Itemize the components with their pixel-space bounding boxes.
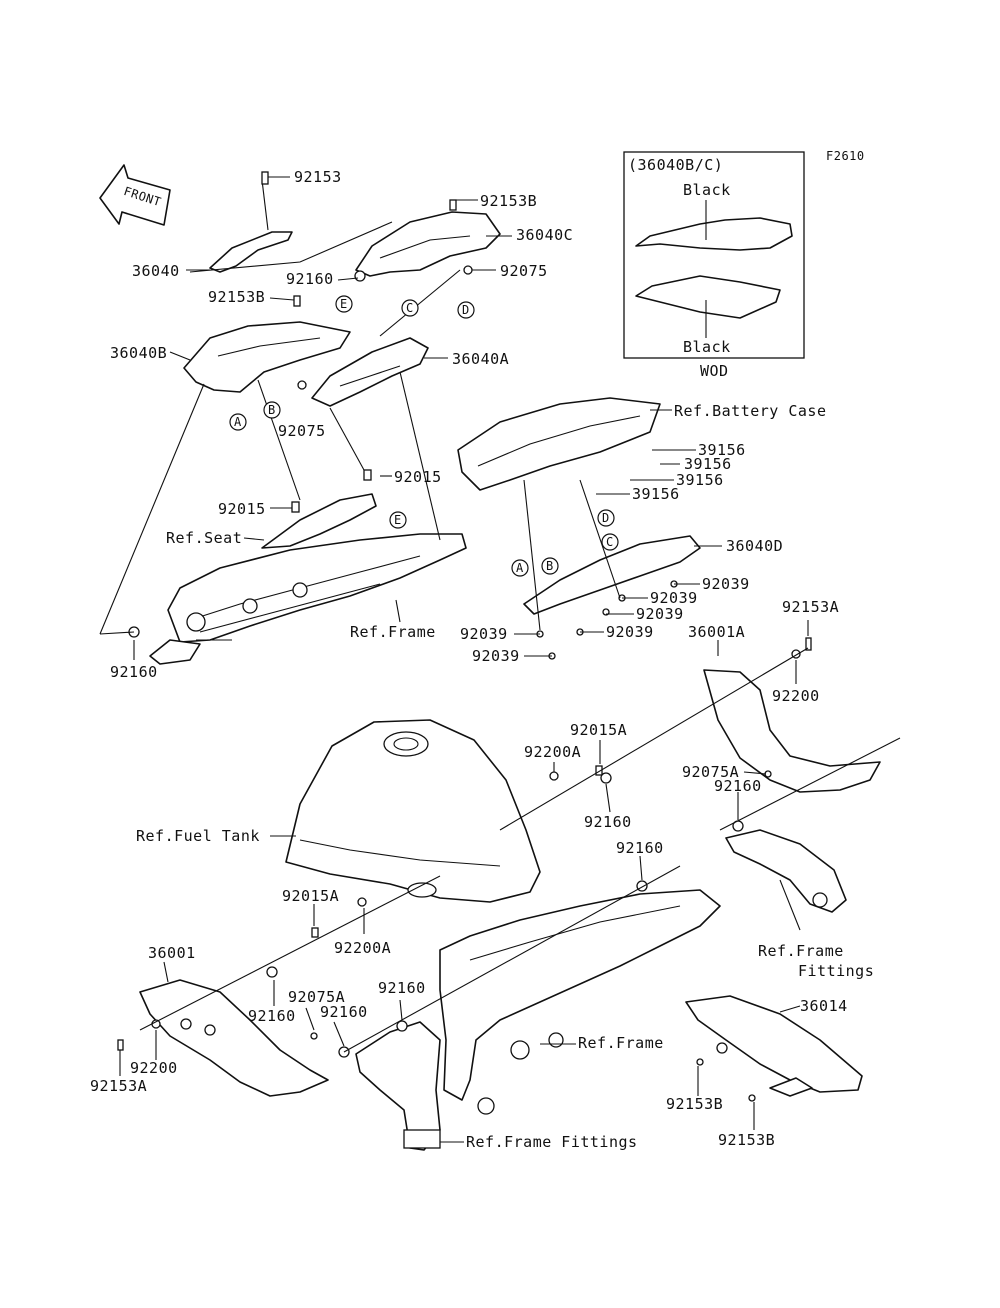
label-39156: 39156 xyxy=(684,455,732,473)
fuel-tank xyxy=(285,719,541,903)
label-92075A: 92075A xyxy=(682,763,739,781)
label-92153B: 92153B xyxy=(208,288,265,306)
label-92200: 92200 xyxy=(772,687,820,705)
cover-36040C xyxy=(355,199,501,277)
label-92160: 92160 xyxy=(584,813,632,831)
frame-fittings-bottom xyxy=(355,1021,441,1151)
label-92160: 92160 xyxy=(286,270,334,288)
label-36040: 36040 xyxy=(132,262,180,280)
callout-c-right: C xyxy=(601,533,619,551)
label-ref-frame-fittings: Ref.Frame xyxy=(758,942,844,960)
svg-text:D: D xyxy=(462,303,469,317)
cover-36040 xyxy=(209,171,293,273)
label-92160: 92160 xyxy=(320,1003,368,1021)
label-92200A: 92200A xyxy=(524,743,581,761)
label-92039: 92039 xyxy=(702,575,750,593)
callout-a-left: A xyxy=(229,413,247,431)
leader-lines xyxy=(119,176,809,1143)
label-ref-frame-fittings: Ref.Frame Fittings xyxy=(466,1133,638,1151)
cover-36040B xyxy=(183,295,351,393)
svg-text:B: B xyxy=(268,403,275,417)
label-92039: 92039 xyxy=(636,605,684,623)
label-92039: 92039 xyxy=(460,625,508,643)
label-92153B: 92153B xyxy=(666,1095,723,1113)
label-92015: 92015 xyxy=(394,468,442,486)
cover-36001 xyxy=(139,979,329,1097)
label-36001: 36001 xyxy=(148,944,196,962)
cover-36014 xyxy=(685,995,863,1097)
svg-text:E: E xyxy=(394,513,401,527)
svg-text:E: E xyxy=(340,297,347,311)
part-labels: 92153 92153B 36040C 36040 92160 92075 92… xyxy=(90,168,874,1151)
label-92160: 92160 xyxy=(714,777,762,795)
svg-text:C: C xyxy=(606,535,613,549)
label-92200A: 92200A xyxy=(334,939,391,957)
front-arrow-icon: FRONT xyxy=(99,164,171,226)
label-36040B: 36040B xyxy=(110,344,167,362)
label-ref-seat: Ref.Seat xyxy=(166,529,242,547)
label-92153: 92153 xyxy=(294,168,342,186)
label-92160: 92160 xyxy=(616,839,664,857)
label-92075: 92075 xyxy=(500,262,548,280)
label-36014: 36014 xyxy=(800,997,848,1015)
label-36040C: 36040C xyxy=(516,226,573,244)
callout-d-right: D xyxy=(597,509,615,527)
callout-b-right: B xyxy=(541,557,559,575)
callout-e-mid: E xyxy=(389,511,407,529)
inset-caption: WOD xyxy=(700,362,729,380)
label-36040D: 36040D xyxy=(726,537,783,555)
frame-fittings-right xyxy=(725,829,847,913)
label-92153A: 92153A xyxy=(782,598,839,616)
label-ref-frame: Ref.Frame xyxy=(350,623,436,641)
label-92160: 92160 xyxy=(248,1007,296,1025)
label-92075: 92075 xyxy=(278,422,326,440)
label-36001A: 36001A xyxy=(688,623,745,641)
frame-upper xyxy=(149,533,467,665)
label-92039: 92039 xyxy=(650,589,698,607)
label-92015: 92015 xyxy=(218,500,266,518)
label-36040A: 36040A xyxy=(452,350,509,368)
label-ref-battery-case: Ref.Battery Case xyxy=(674,402,827,420)
label-92153B: 92153B xyxy=(480,192,537,210)
svg-text:D: D xyxy=(602,511,609,525)
battery-case xyxy=(457,397,661,491)
svg-text:C: C xyxy=(406,301,413,315)
frame-lower xyxy=(439,889,721,1115)
callout-b-left: B xyxy=(263,401,281,419)
label-92153A: 92153A xyxy=(90,1077,147,1095)
seat-piece xyxy=(261,493,377,549)
label-ref-fuel-tank: Ref.Fuel Tank xyxy=(136,827,260,845)
label-92075A: 92075A xyxy=(288,988,345,1006)
callout-a-right: A xyxy=(511,559,529,577)
label-92015A: 92015A xyxy=(570,721,627,739)
cover-36040A xyxy=(311,337,429,407)
inset-top-color: Black xyxy=(683,181,731,199)
svg-text:A: A xyxy=(234,415,242,429)
label-92015A: 92015A xyxy=(282,887,339,905)
callout-d-top: D xyxy=(457,301,475,319)
label-39156: 39156 xyxy=(632,485,680,503)
label-92200: 92200 xyxy=(130,1059,178,1077)
label-92160: 92160 xyxy=(110,663,158,681)
figure-id: F2610 xyxy=(826,149,865,163)
assembly-lines xyxy=(99,221,901,1053)
svg-text:B: B xyxy=(546,559,553,573)
label-ref-frame-fittings-2: Fittings xyxy=(798,962,874,980)
callout-e-top: E xyxy=(335,295,353,313)
label-39156: 39156 xyxy=(676,471,724,489)
svg-text:A: A xyxy=(516,561,524,575)
label-92153B: 92153B xyxy=(718,1131,775,1149)
inset-36040BC: (36040B/C) Black Black WOD xyxy=(623,151,805,380)
label-ref-frame: Ref.Frame xyxy=(578,1034,664,1052)
label-92160: 92160 xyxy=(378,979,426,997)
inset-bottom-color: Black xyxy=(683,338,731,356)
callout-c-top: C xyxy=(401,299,419,317)
inset-header: (36040B/C) xyxy=(628,156,723,174)
cover-36001A xyxy=(703,669,881,793)
label-92039: 92039 xyxy=(472,647,520,665)
label-92039: 92039 xyxy=(606,623,654,641)
label-39156: 39156 xyxy=(698,441,746,459)
